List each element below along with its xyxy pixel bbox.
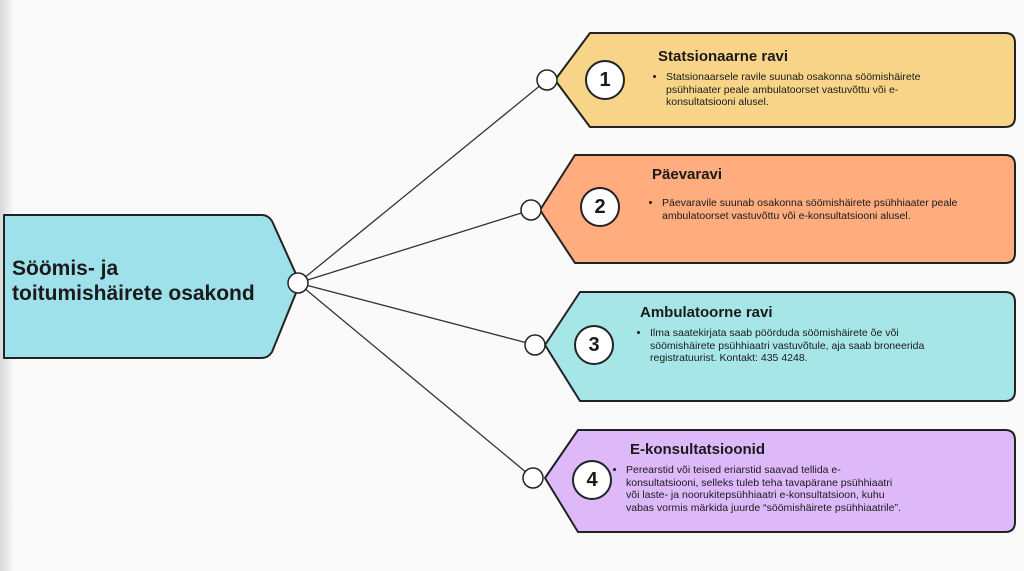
main-tag-shape	[3, 214, 301, 359]
card-2-title: Päevaravi	[652, 166, 723, 183]
connector-1	[297, 79, 548, 284]
card-1-bullet: Statsionaarsele ravile suunab osakonna s…	[666, 71, 952, 109]
connector-3	[297, 282, 536, 346]
node-2	[520, 199, 542, 221]
number-badge-1: 1	[585, 60, 625, 100]
card-2-body: Päevaravile suunab osakonna söömishäiret…	[648, 197, 958, 222]
main-title-line-1: Söömis- ja	[12, 257, 119, 280]
card-3-title: Ambulatoorne ravi	[640, 304, 773, 321]
number-badge-3: 3	[574, 325, 614, 365]
card-3-shape	[544, 291, 1016, 402]
node-1	[536, 69, 558, 91]
card-4-title: E-konsultatsioonid	[630, 441, 765, 458]
connector-4	[297, 282, 534, 479]
main-node	[287, 272, 309, 294]
main-title: Söömis- ja toitumishäirete osakond	[12, 256, 302, 306]
number-badge-4: 4	[572, 460, 612, 500]
card-2-bullet: Päevaravile suunab osakonna söömishäiret…	[662, 197, 958, 222]
card-4-bullet: Perearstid või teised eriarstid saavad t…	[626, 464, 902, 514]
card-4-shape	[544, 429, 1016, 533]
card-3-body: Ilma saatekirjata saab pöörduda söömishä…	[636, 327, 941, 365]
card-2-shape	[539, 154, 1016, 264]
number-badge-2: 2	[580, 187, 620, 227]
card-4-body: Perearstid või teised eriarstid saavad t…	[612, 464, 902, 514]
node-4	[522, 467, 544, 489]
node-3	[524, 334, 546, 356]
card-1-title: Statsionaarne ravi	[658, 48, 789, 65]
main-title-line-2: toitumishäirete osakond	[12, 282, 255, 305]
connector-2	[297, 209, 532, 284]
card-1-body: Statsionaarsele ravile suunab osakonna s…	[652, 71, 952, 109]
card-1-shape	[554, 32, 1016, 128]
card-3-bullet: Ilma saatekirjata saab pöörduda söömishä…	[650, 327, 941, 365]
